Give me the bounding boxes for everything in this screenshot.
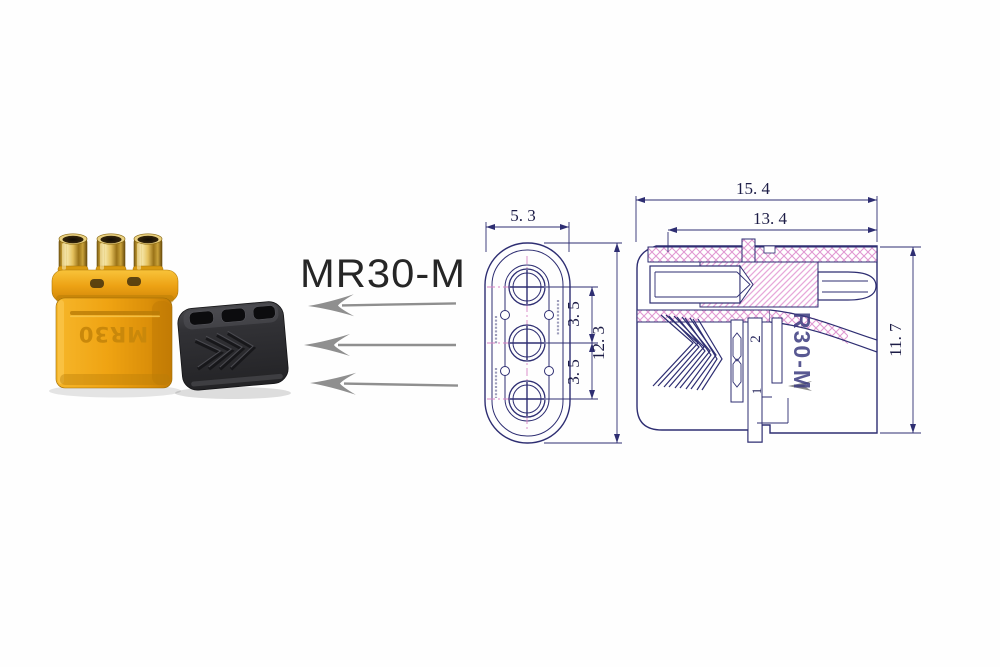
model-headline: MR30-M (300, 252, 466, 296)
pointer-arrow-3 (310, 372, 458, 395)
dim-overall-width (635, 196, 878, 242)
side-molded-text: R30-M (789, 312, 815, 391)
pointer-arrow-1 (308, 294, 456, 317)
top-hatch-tab (741, 238, 756, 263)
connector-housing: MR30 (51, 269, 179, 389)
dim-label-15-4: 15. 4 (736, 179, 771, 198)
dim-side-height (880, 246, 921, 434)
top-hatch-band (647, 246, 878, 263)
dim-pin-pitch (546, 286, 598, 400)
waist-curves (769, 309, 878, 353)
part-label-2: 2 (748, 335, 764, 343)
housing-groove (70, 311, 160, 315)
dim-inner-width (667, 227, 877, 252)
part-label-1: 1 (749, 388, 764, 395)
side-view (635, 196, 921, 443)
front-pin-1 (508, 268, 546, 306)
pin-2 (95, 233, 127, 275)
socket-cavity (649, 264, 754, 305)
front-view (484, 222, 622, 444)
protective-cap (177, 301, 289, 391)
dim-front-height (544, 242, 622, 444)
cap-chevron-grooves (194, 331, 257, 371)
part-leader-arrow (788, 381, 812, 391)
dim-label-5-3: 5. 3 (510, 206, 536, 225)
side-chevrons (652, 314, 723, 391)
flange-recess-2 (127, 277, 141, 286)
pointer-arrows (304, 294, 458, 395)
dim-label-3-5-lower: 3. 5 (564, 359, 583, 385)
dim-label-3-5-upper: 3. 5 (564, 301, 583, 327)
embossed-model-text: MR30 (78, 322, 148, 346)
dim-label-12-3: 12. 3 (589, 326, 608, 360)
pin-3 (132, 233, 164, 275)
cap-slot-3 (252, 305, 276, 320)
mold-text-marks (494, 300, 560, 398)
cap-slot-2 (220, 307, 246, 323)
dim-label-11-7: 11. 7 (886, 323, 905, 357)
inner-structure (730, 317, 789, 443)
front-pin-2 (508, 324, 546, 362)
connector-pins (57, 233, 164, 275)
cap-slot-1 (189, 310, 214, 326)
pointer-arrow-2 (304, 334, 456, 356)
flange-recess-1 (90, 279, 104, 288)
front-pin-3 (508, 380, 546, 418)
housing-body (55, 297, 173, 389)
rear-barrel (817, 271, 877, 301)
dim-front-width (485, 222, 570, 252)
dim-label-13-4: 13. 4 (753, 209, 788, 228)
pin-1 (57, 233, 89, 275)
product-photo: MR30 (49, 233, 291, 399)
